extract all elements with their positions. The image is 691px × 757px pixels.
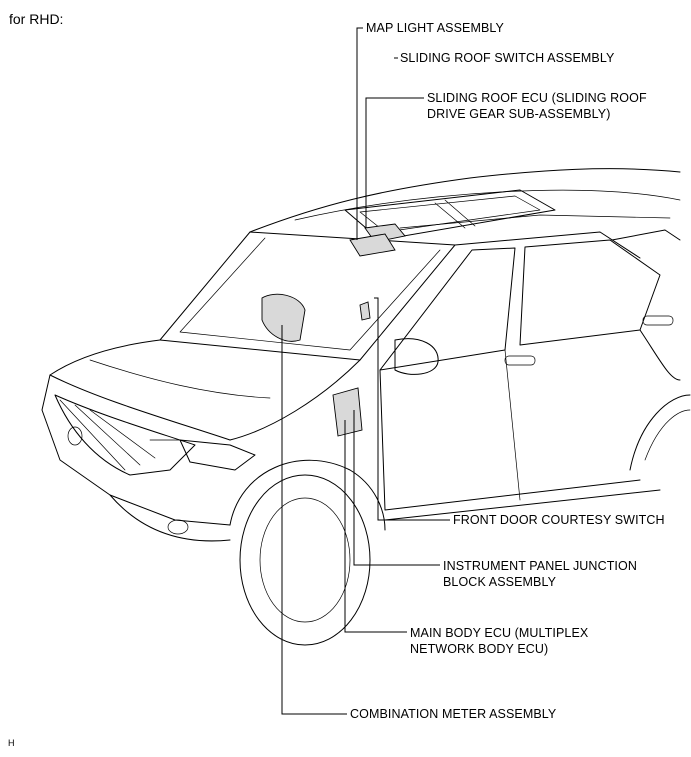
label-main-body-ecu-line1: MAIN BODY ECU (MULTIPLEX [410, 626, 589, 640]
instrument-panel-jb-part [359, 301, 371, 321]
figure-code: H [8, 738, 15, 748]
label-front-door-courtesy-switch: FRONT DOOR COURTESY SWITCH [453, 513, 665, 527]
leader-front-door-courtesy [374, 297, 450, 521]
label-sliding-roof-switch: SLIDING ROOF SWITCH ASSEMBLY [400, 51, 615, 65]
leader-instrument-panel-jb [353, 410, 440, 566]
combination-meter-part [261, 293, 306, 342]
label-sliding-roof-ecu-line2: DRIVE GEAR SUB-ASSEMBLY) [427, 107, 611, 121]
leader-sliding-roof-ecu [365, 97, 424, 228]
vehicle-outline [41, 168, 691, 646]
label-instrument-panel-jb-line1: INSTRUMENT PANEL JUNCTION [443, 559, 637, 573]
label-sliding-roof-ecu-line1: SLIDING ROOF ECU (SLIDING ROOF [427, 91, 647, 105]
leader-map-light [356, 27, 363, 240]
map-light-part [349, 233, 396, 257]
diagram-title: for RHD: [9, 11, 64, 27]
leader-combination-meter [281, 325, 347, 715]
leader-main-body-ecu [344, 420, 407, 633]
label-instrument-panel-jb-line2: BLOCK ASSEMBLY [443, 575, 557, 589]
label-combination-meter: COMBINATION METER ASSEMBLY [350, 707, 557, 721]
label-main-body-ecu-line2: NETWORK BODY ECU) [410, 642, 549, 656]
main-body-ecu-part [332, 387, 363, 437]
label-map-light: MAP LIGHT ASSEMBLY [366, 21, 504, 35]
